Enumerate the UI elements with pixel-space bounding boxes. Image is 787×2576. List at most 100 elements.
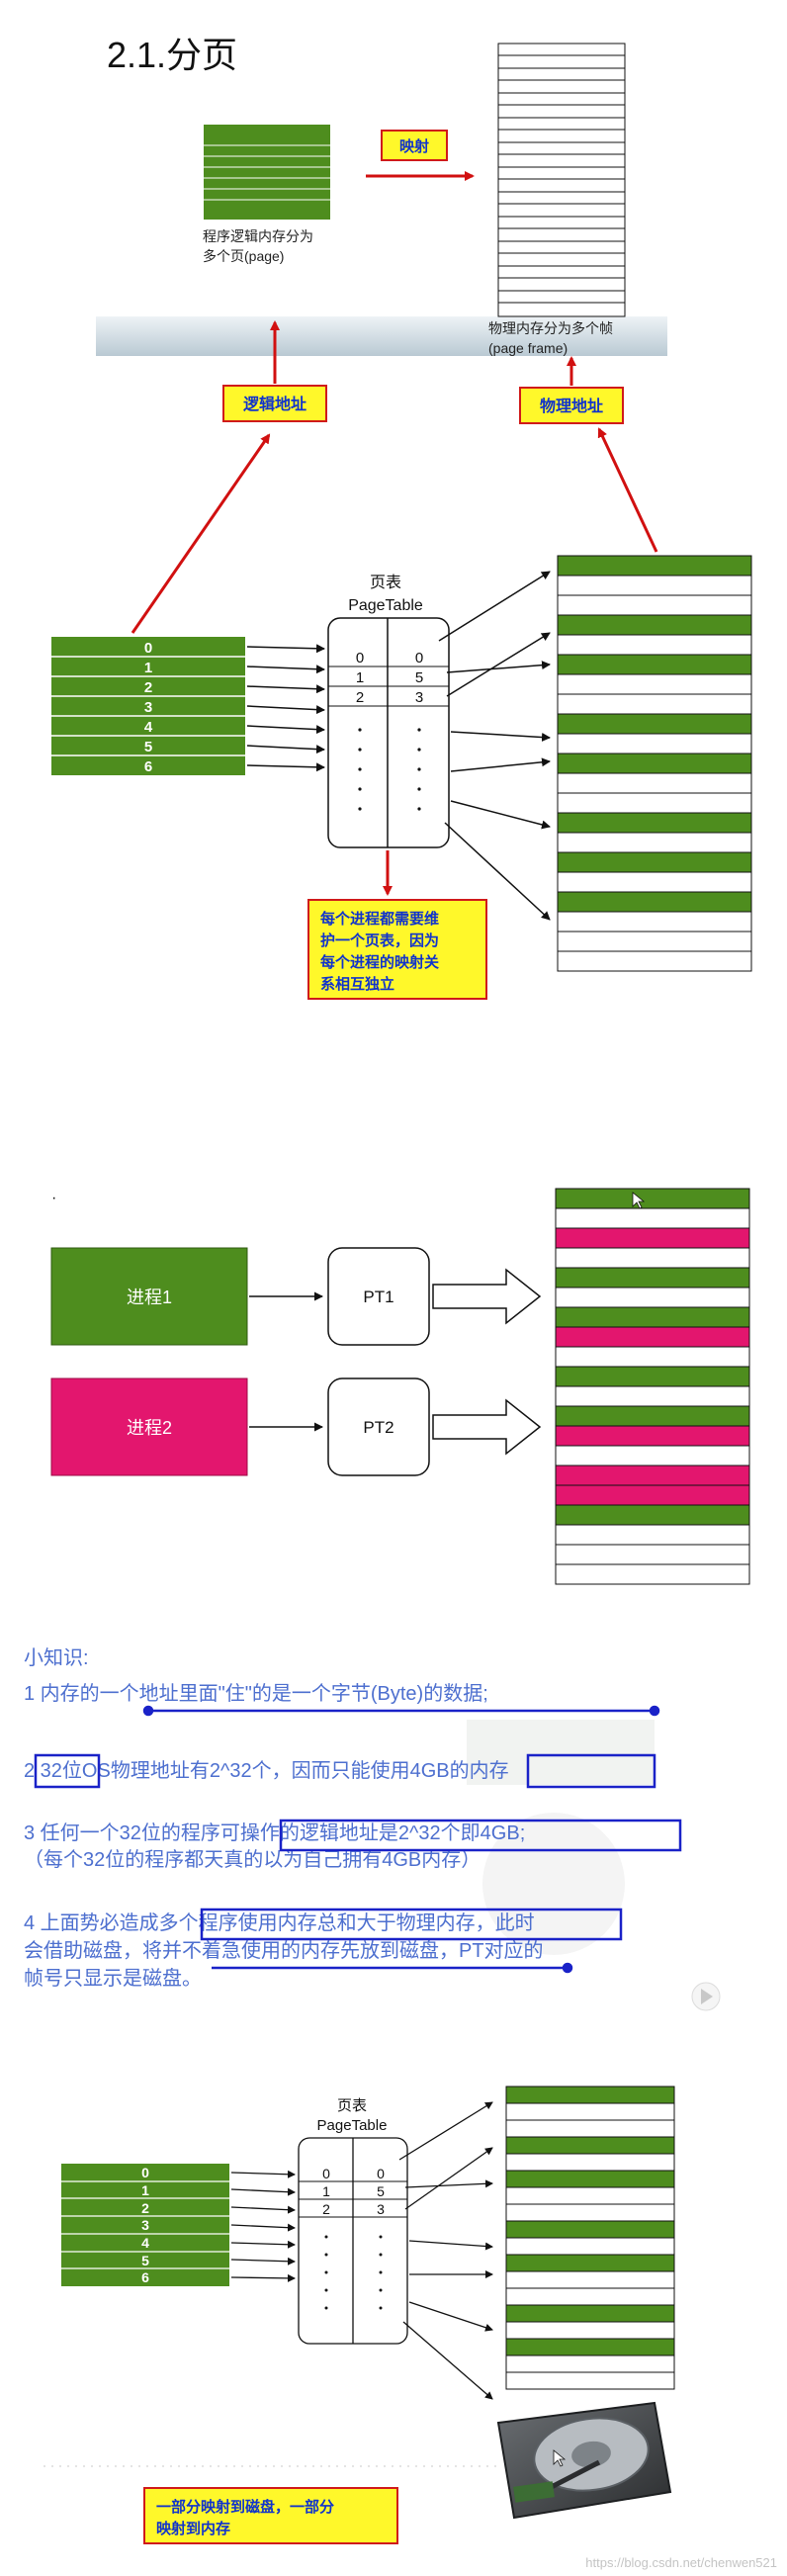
table-to-frame-arrows	[398, 2101, 493, 2400]
underline-endpoint	[142, 1705, 154, 1717]
pagetable-page-cell: 1	[356, 669, 364, 686]
pagetable-title: PageTable	[317, 2117, 388, 2134]
process1-block-arrow	[432, 1268, 542, 1325]
physical-memory-caption: (page frame)	[488, 340, 568, 356]
process1-block	[50, 1247, 248, 1346]
two-process-section: · 进程1 PT1 进程2 PT2	[0, 1167, 787, 1602]
physical-address-label: 物理地址	[540, 397, 603, 415]
hard-disk-icon	[496, 2401, 672, 2520]
knowledge-section: 小知识: 1 内存的一个地址里面"住"的是一个字节(Byte)的数据; 2 32…	[0, 1627, 787, 2042]
page-number: 1	[144, 660, 152, 676]
disk-note-box	[143, 2487, 398, 2544]
knowledge-item-4-cont: 帧号只显示是磁盘。	[24, 1967, 202, 1990]
pagetable-frame-cell: 3	[377, 2201, 385, 2217]
pt2-block	[327, 1377, 430, 1476]
page-number: 1	[141, 2182, 149, 2198]
page-number: 5	[144, 739, 152, 755]
cursor-icon	[632, 1192, 646, 1209]
faint-background-shape	[467, 1720, 655, 1785]
underline-endpoint	[649, 1705, 660, 1717]
page-number: 2	[144, 679, 152, 696]
pagetable-ellipsis	[324, 2235, 383, 2310]
knowledge-item-1: 1 内存的一个地址里面"住"的是一个字节(Byte)的数据;	[24, 1682, 488, 1705]
pagetable-page-cell: 0	[322, 2166, 330, 2181]
page-to-table-arrows	[230, 2170, 296, 2282]
disk-note-line: 映射到内存	[156, 2520, 230, 2537]
knowledge-heading: 小知识:	[24, 1646, 89, 1669]
page-list: 0 1 2 3 4 5 6	[61, 2164, 229, 2286]
page-number: 2	[141, 2200, 149, 2216]
page-number: 0	[141, 2165, 149, 2180]
process1-label: 进程1	[127, 1288, 172, 1307]
page-number: 3	[141, 2217, 149, 2233]
pagetable-frame-cell: 5	[377, 2183, 385, 2199]
knowledge-item-4: 4 上面势必造成多个程序使用内存总和大于物理内存，此时	[24, 1911, 535, 1934]
mapping-label: 映射	[399, 137, 429, 155]
disk-mapping-section: 页表 PageTable 0 1 2 3 4 5 6	[0, 2077, 787, 2576]
pagetable-ellipsis	[358, 728, 421, 811]
physical-address-label-box	[519, 387, 624, 424]
shared-frame-stack	[555, 1188, 750, 1585]
pagetable-title: 页表	[337, 2097, 367, 2114]
logical-memory-block	[204, 125, 330, 220]
page-to-table-arrows	[246, 644, 325, 772]
knowledge-item-2: 2 32位OS物理地址有2^32个，因而只能使用4GB的内存	[24, 1759, 509, 1782]
pt1-label: PT1	[363, 1288, 394, 1306]
highlight-box-memory-total	[200, 1908, 623, 1941]
underline-endpoint	[562, 1962, 573, 1974]
logical-address-label: 逻辑地址	[243, 395, 306, 413]
stray-mark: ·	[51, 1190, 56, 1206]
pt1-block	[327, 1247, 430, 1346]
pagetable-page-cell: 0	[356, 650, 364, 666]
logical-address-label-box	[222, 385, 327, 422]
pagetable-page-cell: 2	[356, 689, 364, 706]
page-number: 6	[144, 758, 152, 775]
frames-to-physical-arrow	[597, 427, 658, 553]
page-table: 0 0 1 5 2 3	[327, 617, 450, 848]
highlight-box-32bit	[34, 1753, 101, 1789]
pages-to-logical-arrow	[131, 433, 271, 634]
pagetable-note-box	[307, 899, 487, 1000]
pagetable-frame-cell: 0	[377, 2166, 385, 2181]
knowledge-item-3: 3 任何一个32位的程序可操作的逻辑地址是2^32个即4GB;	[24, 1821, 525, 1844]
faint-background-shape	[482, 1813, 625, 1955]
highlight-box-logical-addr	[279, 1819, 682, 1852]
table-to-frame-arrows	[438, 571, 551, 921]
mapping-label-box	[381, 130, 448, 161]
process2-block-arrow	[432, 1398, 542, 1456]
pagetable-title: 页表	[370, 574, 401, 591]
page-table: 0 0 1 5 2 3	[298, 2137, 408, 2345]
pagetable-page-cell: 2	[322, 2201, 330, 2217]
pagetable-note-line: 每个进程都需要维	[320, 910, 439, 928]
page-number: 6	[141, 2269, 149, 2285]
page-number: 4	[141, 2235, 149, 2251]
pagetable-note-line: 每个进程的映射关	[320, 953, 439, 971]
background-band	[96, 316, 667, 356]
pagetable-frame-cell: 5	[415, 669, 423, 686]
physical-memory-caption: 物理内存分为多个帧	[488, 320, 613, 336]
pt2-label: PT2	[363, 1418, 394, 1437]
process2-block	[50, 1377, 248, 1476]
highlight-box-4gb	[526, 1753, 656, 1789]
page-number: 5	[141, 2253, 149, 2268]
frame-stack	[505, 2086, 675, 2390]
logical-memory-caption: 多个页(page)	[203, 248, 284, 264]
pagetable-frame-cell: 0	[415, 650, 423, 666]
page-number: 4	[144, 719, 153, 736]
physical-memory-stack	[497, 43, 626, 317]
paging-overview-section: 2.1.分页 程序逻辑内存分为 多个页(page) 映射	[0, 0, 787, 1019]
page-number: 0	[144, 640, 152, 657]
pagetable-page-cell: 1	[322, 2183, 330, 2199]
pagetable-note-line: 护一个页表，因为	[320, 932, 439, 949]
page-list: 0 1 2 3 4 5 6	[51, 637, 245, 775]
page-number: 3	[144, 699, 152, 716]
watermark: https://blog.csdn.net/chenwen521	[585, 2555, 777, 2570]
pagetable-title: PageTable	[348, 597, 423, 614]
knowledge-item-3-cont: （每个32位的程序都天真的以为自己拥有4GB内存）	[24, 1848, 481, 1871]
section-title: 2.1.分页	[107, 35, 237, 75]
process2-label: 进程2	[127, 1418, 172, 1438]
knowledge-item-4-cont: 会借助磁盘，将并不着急使用的内存先放到磁盘，PT对应的	[24, 1939, 544, 1962]
disk-note-line: 一部分映射到磁盘，一部分	[156, 2498, 334, 2516]
logical-memory-caption: 程序逻辑内存分为	[203, 228, 313, 244]
